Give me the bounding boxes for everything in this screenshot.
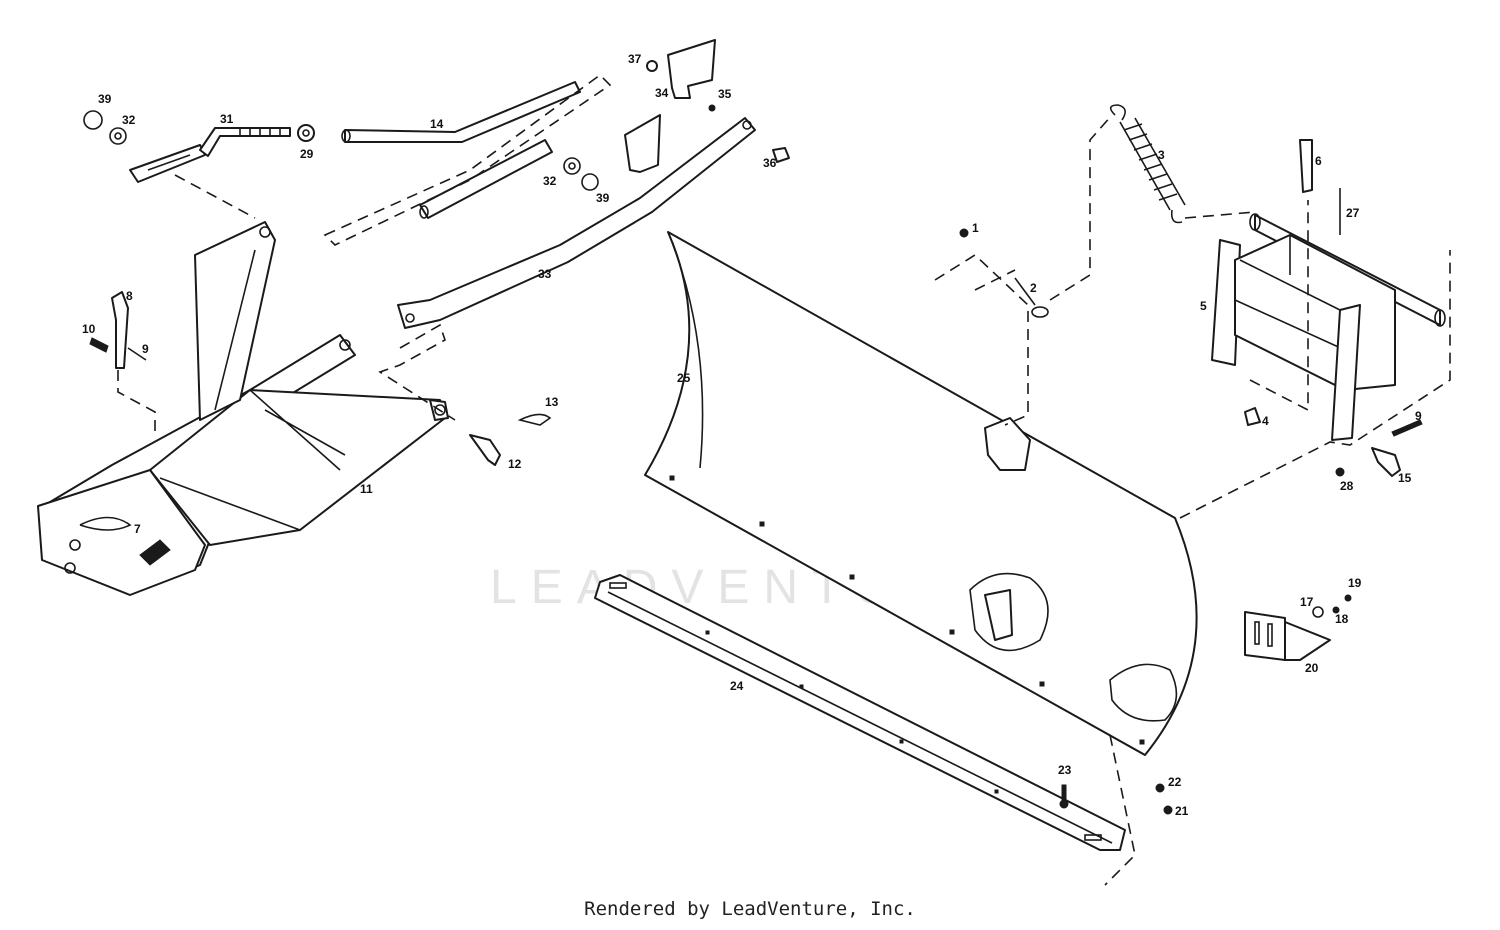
leader-lines — [117, 73, 1451, 886]
callout-29: 29 — [300, 147, 314, 161]
callout-15: 15 — [1398, 471, 1412, 485]
callout-32-left: 32 — [122, 113, 136, 127]
callout-2: 2 — [1030, 281, 1037, 295]
mount-assembly-part — [1211, 139, 1446, 441]
side-bracket-part — [1244, 594, 1352, 661]
adjust-rod-part — [83, 110, 315, 183]
callout-31: 31 — [220, 112, 234, 126]
footer-caption: Rendered by LeadVenture, Inc. — [584, 898, 916, 920]
callout-33: 33 — [538, 267, 552, 281]
callout-13: 13 — [545, 395, 559, 409]
callout-20: 20 — [1305, 661, 1319, 675]
a-frame-part — [37, 221, 449, 596]
spring-part — [1109, 104, 1186, 224]
callout-25: 25 — [677, 371, 691, 385]
lever-part — [89, 291, 147, 369]
callout-35: 35 — [718, 87, 732, 101]
pin-clip-part — [469, 413, 552, 466]
callout-6: 6 — [1315, 154, 1322, 168]
hardware-part — [1059, 419, 1423, 815]
callout-9-right: 9 — [1415, 409, 1422, 423]
callout-19: 19 — [1348, 576, 1362, 590]
blade-part — [644, 231, 1198, 756]
cutting-edge-part — [594, 574, 1126, 851]
callout-28: 28 — [1340, 479, 1354, 493]
callout-12: 12 — [508, 457, 522, 471]
callout-10: 10 — [82, 322, 96, 336]
rod-parts — [341, 81, 599, 219]
callout-39-left: 39 — [98, 92, 112, 106]
callout-1: 1 — [972, 221, 979, 235]
pivot-bracket-part — [624, 39, 790, 173]
link-bar-part — [397, 117, 756, 329]
callout-21: 21 — [1175, 804, 1189, 818]
callout-labels: 1 2 3 4 5 6 7 8 9 9 10 11 12 13 14 15 17… — [82, 52, 1422, 818]
callout-3: 3 — [1158, 148, 1165, 162]
callout-36: 36 — [763, 156, 777, 170]
callout-34: 34 — [655, 86, 669, 100]
callout-32-mid: 32 — [543, 174, 557, 188]
callout-4: 4 — [1262, 414, 1269, 428]
callout-5: 5 — [1200, 299, 1207, 313]
callout-17: 17 — [1300, 595, 1314, 609]
callout-11: 11 — [360, 482, 373, 496]
callout-23: 23 — [1058, 763, 1072, 777]
callout-8: 8 — [126, 289, 133, 303]
callout-39-mid: 39 — [596, 191, 610, 205]
callout-22: 22 — [1168, 775, 1182, 789]
callout-9-left: 9 — [142, 342, 149, 356]
callout-18: 18 — [1335, 612, 1349, 626]
callout-14: 14 — [430, 117, 444, 131]
callout-37: 37 — [628, 52, 642, 66]
callout-24: 24 — [730, 679, 744, 693]
callout-7: 7 — [134, 522, 141, 536]
callout-27: 27 — [1346, 206, 1360, 220]
eyebolt-part — [959, 228, 1049, 318]
